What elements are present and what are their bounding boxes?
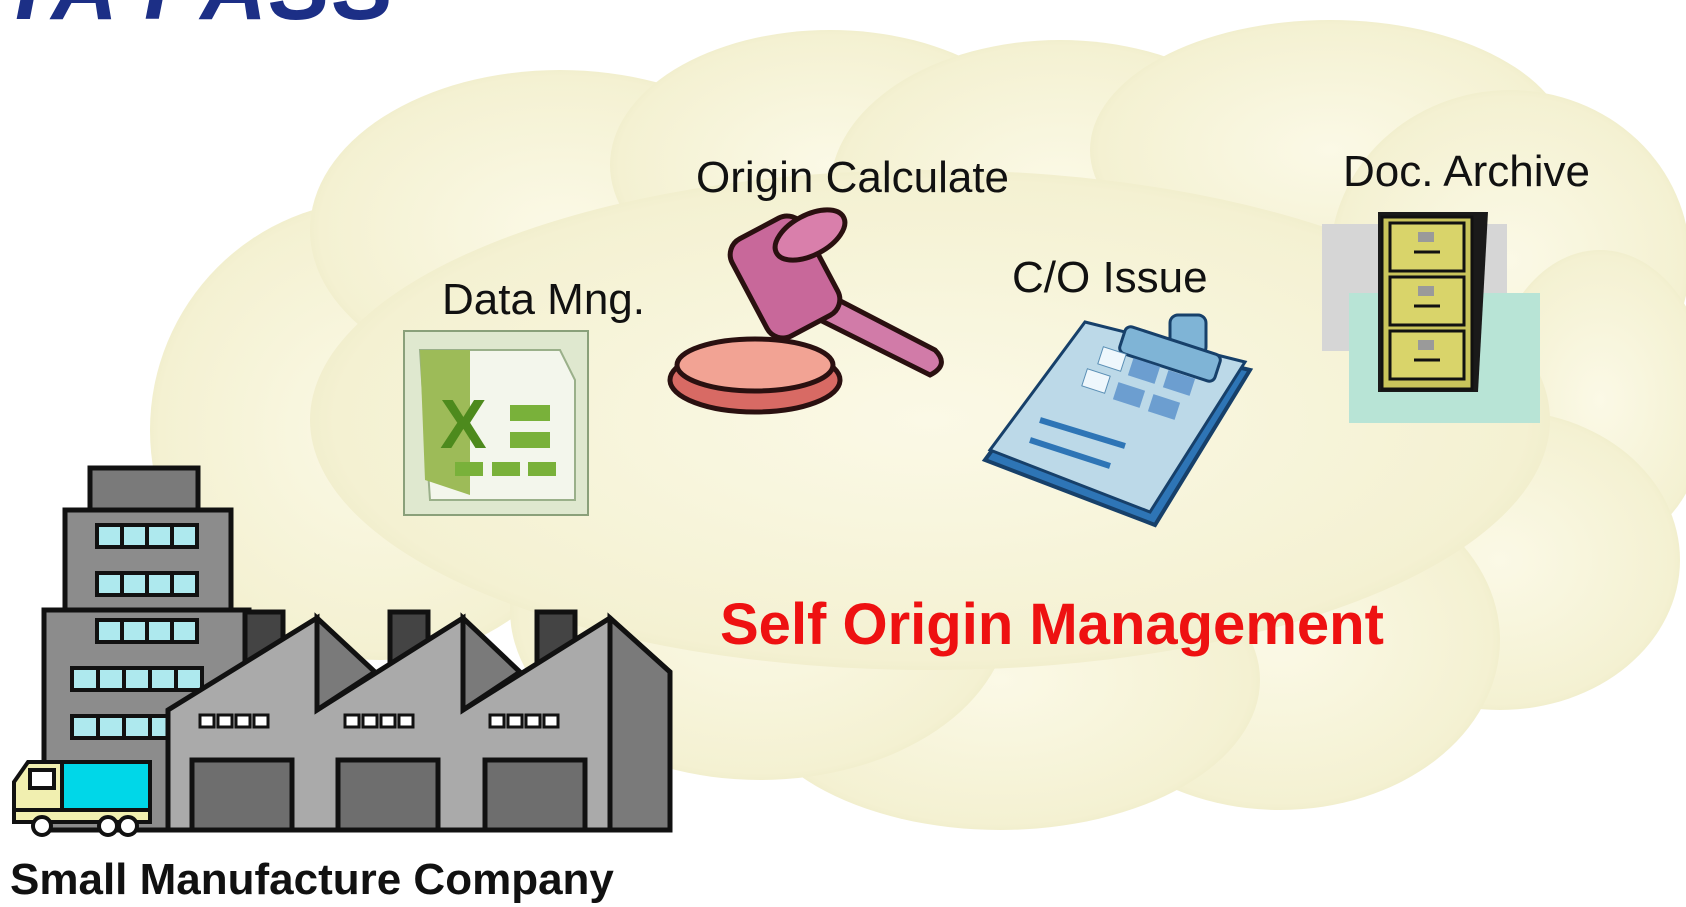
module-label-doc-archive: Doc. Archive [1343,147,1590,196]
cloud-title: Self Origin Management [720,592,1384,657]
truck [12,760,152,837]
module-label-co-issue: C/O Issue [1012,253,1208,302]
module-label-data-mng: Data Mng. [442,275,645,324]
module-label-origin-calculate: Origin Calculate [696,153,1010,202]
svg-text:X: X [440,385,487,463]
cloud-shape [150,20,1686,830]
factory-building [165,609,673,833]
company-logo: TA PASS [0,0,396,34]
company-label: Small Manufacture Company [10,855,614,904]
